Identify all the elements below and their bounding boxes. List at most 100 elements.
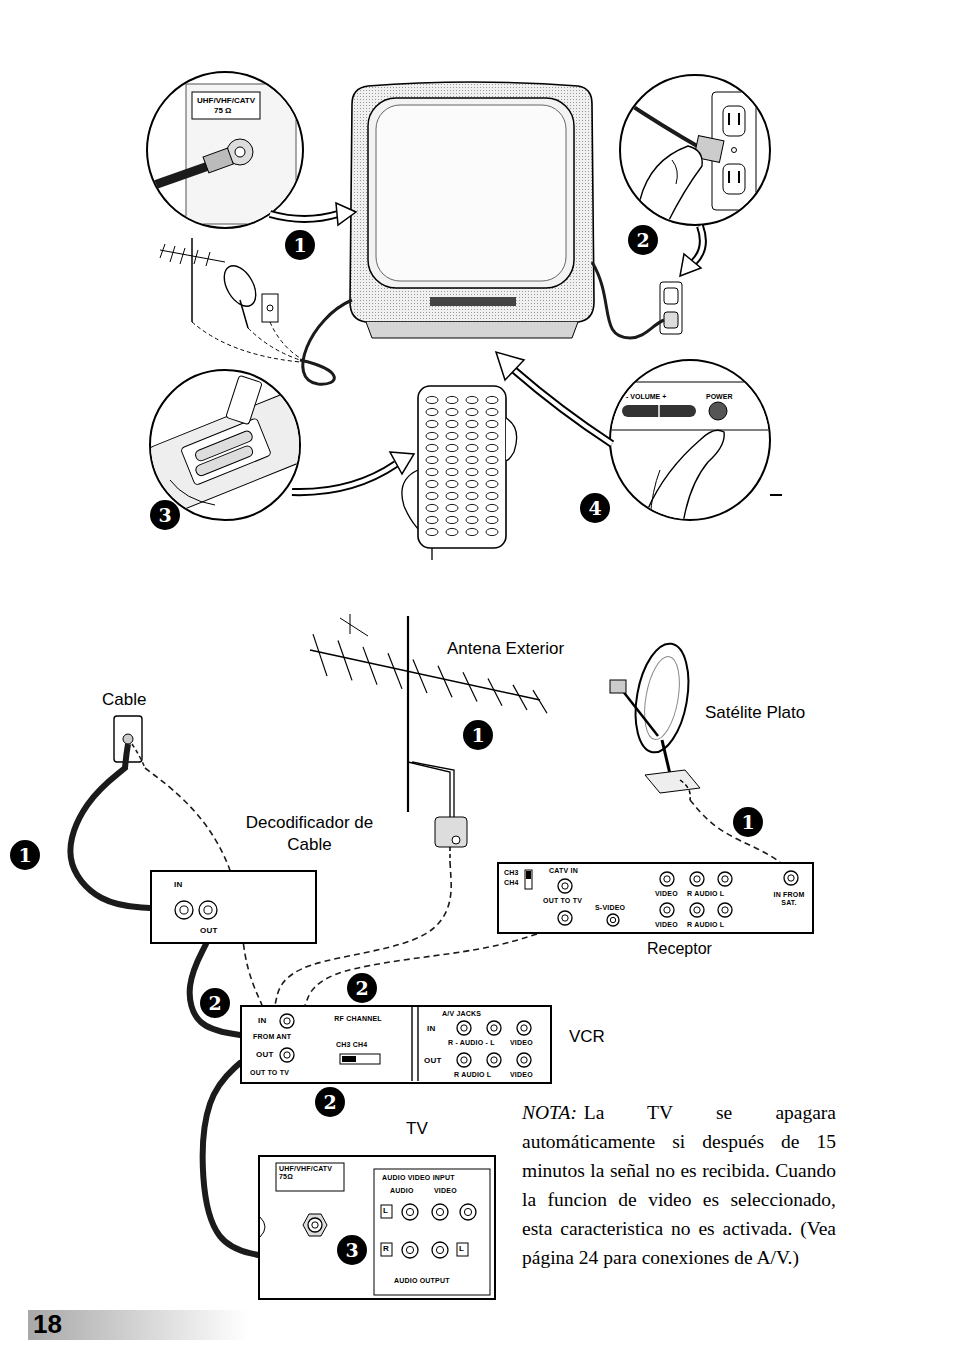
callout-number: 2 (315, 1087, 345, 1117)
remote-button (466, 432, 478, 439)
note-heading: NOTA: (522, 1102, 577, 1123)
optional-connection (690, 800, 780, 862)
note-paragraph: NOTA:La TV se apagara automáticamente si… (522, 1098, 836, 1272)
port-label: CATV IN (549, 867, 578, 875)
port-label: OUT (424, 1056, 442, 1065)
remote-button (466, 456, 478, 463)
power-button-inset (496, 352, 786, 530)
cable-decoder: Decodificador de CableINOUT (150, 870, 317, 944)
port-label: RF CHANNEL (332, 1015, 384, 1023)
port-label: CH4 (504, 879, 519, 887)
port-label: L (383, 1206, 388, 1215)
coax-cable (190, 944, 240, 1035)
optional-connection (305, 934, 537, 1005)
remote-button (446, 432, 458, 439)
port-label: IN (174, 880, 182, 889)
remote-button (446, 444, 458, 451)
callout-number: 1 (285, 230, 315, 260)
port-label: VIDEO (510, 1039, 533, 1047)
remote-button (466, 444, 478, 451)
remote-button (446, 528, 458, 535)
device-label: Satélite Plato (705, 703, 805, 723)
port-label: OUT TO TV (250, 1069, 289, 1077)
remote-button (446, 504, 458, 511)
vcr: VCRINFROM ANTOUTOUT TO TVRF CHANNELCH3 C… (240, 1005, 552, 1084)
remote-button (446, 480, 458, 487)
callout-number: 1 (463, 720, 493, 750)
port-label: VIDEO (655, 890, 678, 898)
device-label: Decodificador de Cable (242, 812, 377, 856)
callout-number: 4 (580, 493, 610, 523)
remote-button (466, 468, 478, 475)
callout-number: 2 (200, 988, 230, 1018)
cable-wall-outlet: Cable (100, 690, 160, 768)
remote-control (402, 386, 517, 560)
port-label: VIDEO (655, 921, 678, 929)
port-label: IN FROM SAT. (769, 891, 809, 907)
remote-button (446, 408, 458, 415)
remote-button (466, 516, 478, 523)
remote-button (446, 396, 458, 403)
tv-set (350, 82, 594, 338)
remote-button (446, 492, 458, 499)
panel-label: UHF/VHF/CATV (197, 97, 255, 106)
remote-button (486, 396, 498, 403)
remote-button (426, 432, 438, 439)
port-label: IN (427, 1024, 435, 1033)
callout-number: 1 (733, 807, 763, 837)
device-label: Antena Exterior (447, 639, 564, 659)
callout-number: 3 (150, 500, 180, 530)
remote-button (486, 432, 498, 439)
port-label: UHF/VHF/CATV 75Ω (279, 1165, 341, 1181)
satellite-receiver: ReceptorCH3CH4CATV INOUT TO TVS-VIDEOVID… (497, 862, 814, 934)
port-label: VIDEO (510, 1071, 533, 1079)
device-label: Cable (102, 690, 146, 710)
port-label: R - AUDIO - L (448, 1039, 495, 1047)
remote-button (446, 516, 458, 523)
device-label: Receptor (647, 940, 712, 958)
panel-label: POWER (706, 393, 732, 401)
port-label: OUT (200, 926, 218, 935)
antenna-input-inset (140, 72, 356, 228)
power-plug-inset (592, 75, 770, 338)
remote-button (486, 480, 498, 487)
callout-number: 2 (628, 225, 658, 255)
remote-button (466, 504, 478, 511)
signal-sources (160, 238, 352, 384)
battery-inset (142, 370, 414, 520)
remote-button (466, 528, 478, 535)
page-number: 18 (33, 1310, 62, 1339)
device-label: VCR (569, 1027, 605, 1047)
remote-button (426, 492, 438, 499)
port-label: AUDIO OUTPUT (394, 1277, 450, 1285)
remote-button (486, 504, 498, 511)
television-back-panel: TVUHF/VHF/CATV 75ΩAUDIO VIDEO INPUTAUDIO… (258, 1155, 496, 1300)
remote-button (486, 420, 498, 427)
port-label: CH3 (504, 869, 519, 877)
remote-button (446, 420, 458, 427)
port-label: IN (258, 1016, 266, 1025)
remote-button (486, 516, 498, 523)
remote-button (486, 528, 498, 535)
remote-button (426, 528, 438, 535)
port-label: L (459, 1244, 464, 1253)
remote-button (426, 408, 438, 415)
remote-button (486, 456, 498, 463)
device-label: TV (406, 1119, 428, 1139)
panel-label: 75 Ω (214, 107, 232, 116)
port-label: AUDIO VIDEO INPUT (382, 1174, 455, 1182)
callout-number: 1 (10, 840, 40, 870)
remote-button (426, 480, 438, 487)
remote-button (426, 420, 438, 427)
port-label: S-VIDEO (595, 904, 625, 912)
satellite-dish: Satélite Plato (600, 640, 820, 800)
port-label: OUT (256, 1050, 274, 1059)
coax-cable (70, 768, 150, 908)
port-label: OUT TO TV (543, 897, 582, 905)
port-label: R AUDIO L (454, 1071, 491, 1079)
port-label: FROM ANT (253, 1033, 291, 1041)
tv-drawing (260, 1157, 494, 1298)
remote-button (466, 480, 478, 487)
remote-button (466, 492, 478, 499)
